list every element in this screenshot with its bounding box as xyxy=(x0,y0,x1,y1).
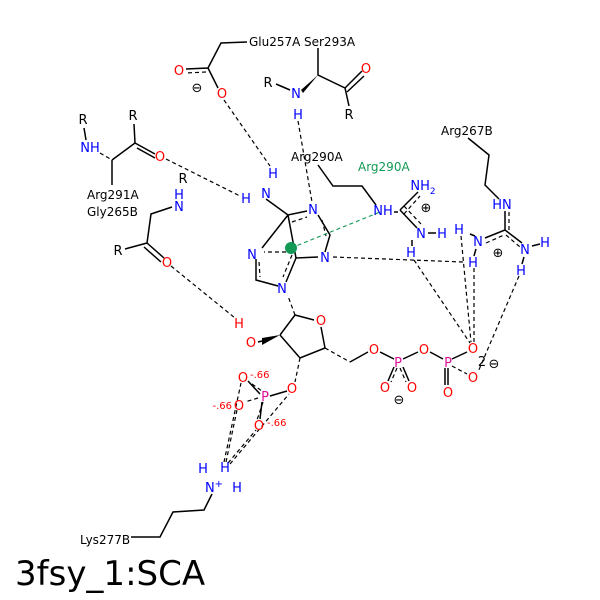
atom-o: O xyxy=(287,382,297,397)
residue-label-arg267b: Arg267B xyxy=(441,124,493,138)
atom-r: R xyxy=(78,113,87,128)
atom-h: H xyxy=(468,256,478,271)
atom-h: H xyxy=(437,227,447,242)
residue-label-gly265b: Gly265B xyxy=(87,205,138,219)
atom-o: O xyxy=(316,314,326,329)
residue-label-ser293a: Ser293A xyxy=(304,35,356,49)
diagram-title: 3fsy_1:SCA xyxy=(15,554,205,594)
residue-label-glu257a: Glu257A xyxy=(249,35,301,49)
atom-n: N xyxy=(416,227,426,242)
atom-n-plus: N+ xyxy=(205,479,223,496)
atom-h: H xyxy=(293,108,303,123)
atom-o: O xyxy=(468,342,478,357)
atom-h: H xyxy=(540,236,550,251)
atom-o: O xyxy=(246,336,256,351)
negative-charge: ⊖ xyxy=(394,393,405,408)
atom-o: O xyxy=(407,381,417,396)
atom-labels: O O ⊖ R N H O R R NH R O R H N R O H N H… xyxy=(78,62,549,496)
residue-label-arg290a: Arg290A xyxy=(291,150,343,164)
bonds xyxy=(83,41,541,538)
negative-charge: ⊖ xyxy=(192,81,203,96)
atom-n: N xyxy=(247,248,257,263)
atom-nh: NH xyxy=(373,204,393,219)
negative-charge: ⊖ xyxy=(489,357,500,372)
atom-n: N xyxy=(277,282,287,297)
atom-o: O xyxy=(468,371,478,386)
atom-n: N xyxy=(473,235,483,250)
charge-count: 2 xyxy=(478,355,486,370)
residue-label-lys277b: Lys277B xyxy=(80,533,130,547)
atom-o: O xyxy=(361,62,371,77)
atom-r: R xyxy=(178,172,187,187)
atom-h: H xyxy=(174,188,184,203)
hydrogen-bonds xyxy=(165,99,520,465)
residue-label-arg290a-pi: Arg290A xyxy=(358,160,410,174)
atom-n: N xyxy=(308,203,318,218)
atom-o: O xyxy=(419,343,429,358)
atom-h: H xyxy=(241,192,251,207)
residue-label-arg291a: Arg291A xyxy=(87,188,139,202)
atom-r: R xyxy=(344,108,353,123)
atom-p: P xyxy=(394,356,402,371)
atom-n: N xyxy=(291,87,301,102)
atom-n: N xyxy=(261,187,271,202)
partial-charge: -.66 xyxy=(250,370,270,381)
atom-o: O xyxy=(443,386,453,401)
atom-n: N xyxy=(520,243,530,258)
atom-n: N xyxy=(174,200,184,215)
pi-cation-interaction xyxy=(290,211,381,249)
atom-p: P xyxy=(261,390,269,405)
atom-p: P xyxy=(444,356,452,371)
atom-o: O xyxy=(162,256,172,271)
atom-h: H xyxy=(232,481,242,496)
partial-charge: -.66 xyxy=(267,418,287,429)
atom-h: H xyxy=(268,167,278,182)
atom-o: O xyxy=(155,150,165,165)
atom-o: O xyxy=(217,87,227,102)
atom-h: H xyxy=(234,317,244,332)
atom-o: O xyxy=(254,419,264,434)
atom-h: H xyxy=(220,461,230,476)
partial-charge: -.66 xyxy=(212,401,232,412)
atom-h: H xyxy=(454,223,464,238)
atom-n: N xyxy=(320,251,330,266)
positive-charge: ⊕ xyxy=(493,246,504,261)
atom-o: O xyxy=(369,343,379,358)
atom-h: H xyxy=(406,246,416,261)
atom-nh2: NH2 xyxy=(410,179,435,197)
atom-h: H xyxy=(516,264,526,279)
atom-o: O xyxy=(238,371,248,386)
atom-r: R xyxy=(128,109,137,124)
atom-nh: NH xyxy=(80,141,100,156)
atom-h: H xyxy=(198,462,208,477)
atom-r: R xyxy=(263,76,272,91)
atom-o: O xyxy=(174,64,184,79)
positive-charge: ⊕ xyxy=(421,201,432,216)
atom-o: O xyxy=(380,381,390,396)
aromatic-ring-centroid xyxy=(285,242,297,254)
atom-o: O xyxy=(234,399,244,414)
atom-hn: HN xyxy=(492,198,512,213)
atom-r: R xyxy=(113,244,122,259)
